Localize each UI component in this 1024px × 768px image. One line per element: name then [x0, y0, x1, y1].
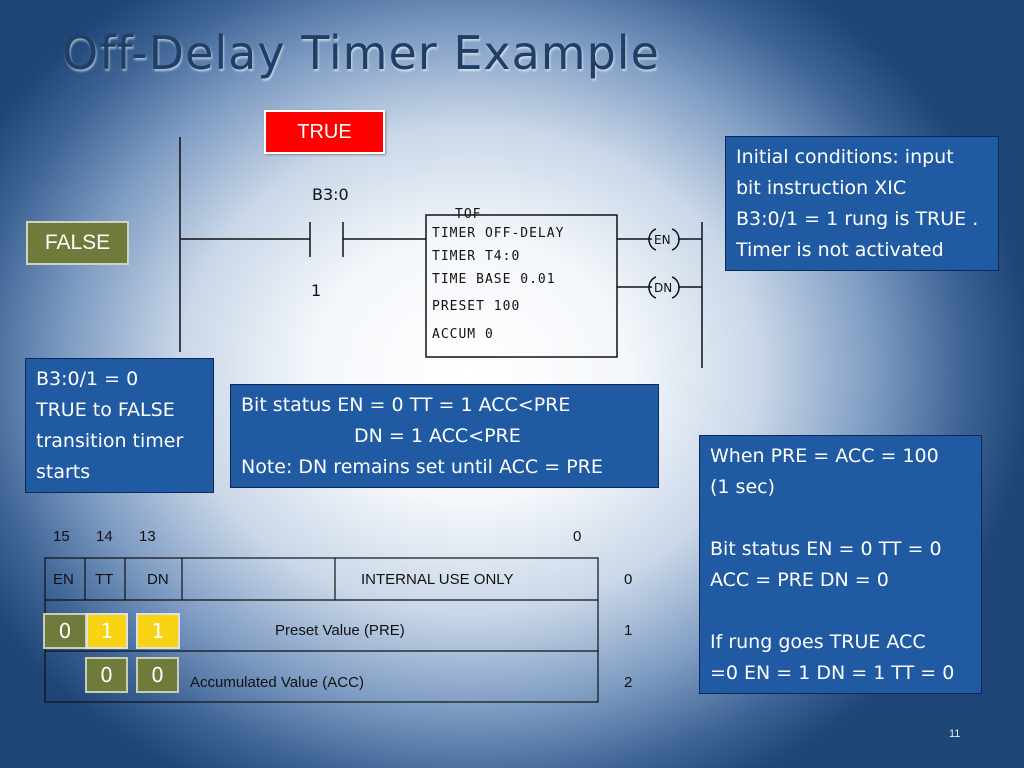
bit-status-note: Bit status EN = 0 TT = 1 ACC<PRE DN = 1 …	[230, 384, 659, 488]
word-number-1: 1	[624, 622, 633, 639]
initial-conditions-note: Initial conditions: input bit instructio…	[725, 136, 999, 271]
table-preset-label: Preset Value (PRE)	[275, 622, 405, 639]
acc-bit-value-2: 0	[136, 657, 179, 693]
en-coil-right	[671, 228, 680, 251]
bit-pos-15: 15	[53, 528, 70, 545]
acc-bit-value-1: 0	[85, 657, 128, 693]
bit-pos-13: 13	[139, 528, 156, 545]
bit-en-value: 0	[43, 613, 87, 649]
bit-dn-value: 1	[136, 613, 180, 649]
timer-time-base: TIME BASE 0.01	[432, 272, 556, 287]
table-cell-tt: TT	[95, 571, 114, 588]
word-number-2: 2	[624, 674, 633, 691]
timer-address: TIMER T4:0	[432, 249, 521, 264]
timer-header: TOF	[455, 207, 482, 222]
word-number-0: 0	[624, 571, 633, 588]
timer-accum: ACCUM 0	[432, 327, 494, 342]
table-cell-en: EN	[53, 571, 74, 588]
en-coil-left	[648, 228, 657, 251]
table-cell-internal: INTERNAL USE ONLY	[361, 571, 514, 588]
bit-pos-0: 0	[573, 528, 582, 545]
timer-block-frame	[425, 214, 618, 358]
dn-coil-left	[648, 276, 657, 299]
table-cell-dn: DN	[147, 571, 169, 588]
timer-type: TIMER OFF-DELAY	[432, 226, 565, 241]
done-condition-note: When PRE = ACC = 100 (1 sec) Bit status …	[699, 435, 982, 694]
true-indicator: TRUE	[264, 110, 385, 154]
dn-coil-label: DN	[654, 281, 673, 295]
table-accum-label: Accumulated Value (ACC)	[190, 674, 364, 691]
bit-tt-value: 1	[86, 613, 128, 649]
bit-pos-14: 14	[96, 528, 113, 545]
slide-title: Off-Delay Timer Example	[62, 26, 660, 80]
contact-bit: 1	[311, 281, 322, 300]
transition-note: B3:0/1 = 0 TRUE to FALSE transition time…	[25, 358, 214, 493]
contact-address: B3:0	[312, 185, 349, 204]
dn-coil-right	[671, 276, 680, 299]
en-coil-label: EN	[654, 233, 671, 247]
page-number: 11	[949, 728, 961, 740]
false-indicator: FALSE	[26, 221, 129, 265]
timer-preset: PRESET 100	[432, 299, 521, 314]
